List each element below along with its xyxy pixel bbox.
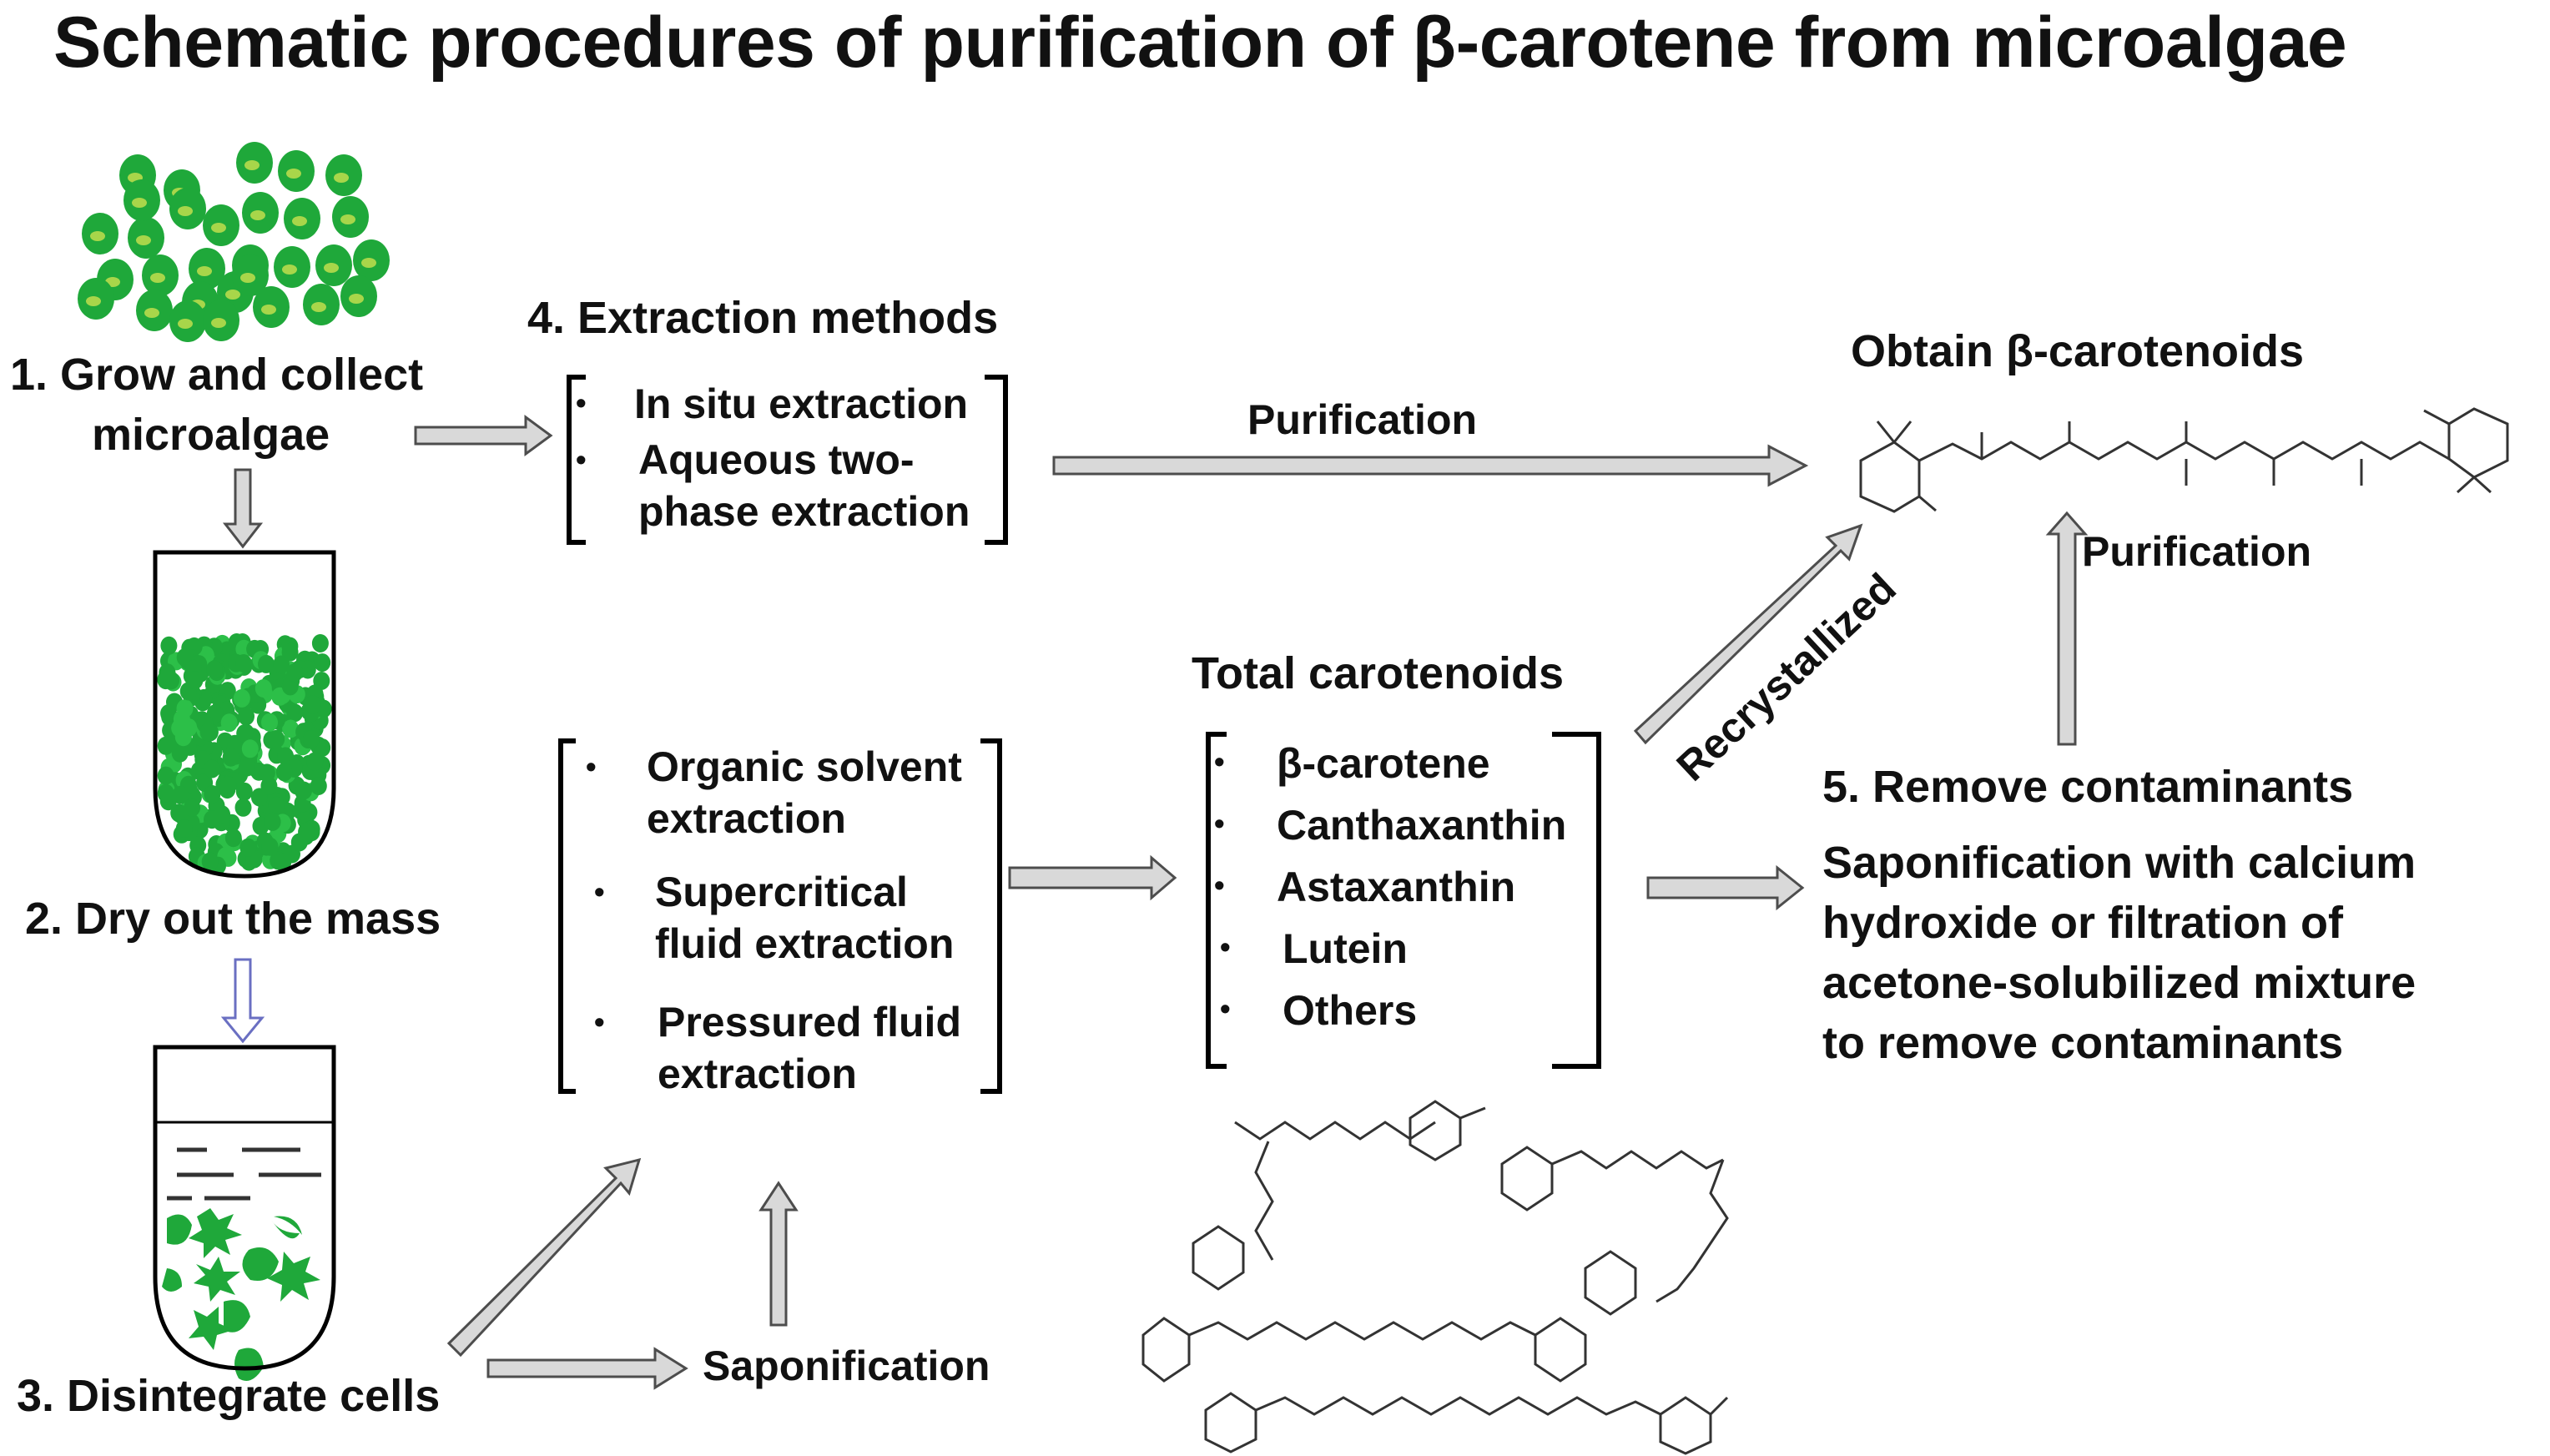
solvent-item-2: Supercritical	[655, 869, 908, 915]
bullet: •	[1214, 744, 1225, 778]
step-1-label-line2: microalgae	[92, 410, 330, 460]
purification-label-top: Purification	[1247, 396, 1478, 443]
contaminants-line: Saponification with calcium	[1822, 838, 2416, 888]
bullet: •	[1220, 991, 1231, 1025]
arrow-grow-to-dry	[222, 468, 264, 549]
solvent-item-1-line2: extraction	[647, 795, 846, 842]
arrow-purification	[1052, 444, 1809, 487]
extraction-item-1: In situ extraction	[634, 380, 969, 427]
total-carotenoids-heading: Total carotenoids	[1192, 648, 1565, 698]
bullet: •	[594, 874, 605, 909]
carotenoid-item: β-carotene	[1277, 740, 1490, 787]
beta-carotene-structure	[1859, 407, 2509, 513]
arrow-disintegrate-to-saponification	[486, 1347, 688, 1390]
arrow-disintegrate-to-solvent	[446, 1157, 642, 1358]
tube-dried-mass	[153, 550, 336, 879]
contaminants-text: Saponification with calcium hydroxide or…	[1822, 833, 2416, 1073]
contaminants-line: to remove contaminants	[1822, 1018, 2344, 1068]
step-4-label: 4. Extraction methods	[527, 293, 999, 343]
extraction-item-2: Aqueous two-	[638, 436, 915, 483]
solvent-item-1: Organic solvent	[647, 743, 962, 790]
tube-disintegrated-cells	[153, 1045, 336, 1381]
solvent-item-2-line2: fluid extraction	[655, 920, 955, 967]
bullet: •	[1220, 930, 1231, 964]
arrow-grow-to-extraction	[414, 415, 553, 456]
step-2-label: 2. Dry out the mass	[25, 894, 441, 944]
arrow-solvent-to-total	[1008, 854, 1177, 901]
step-3-label: 3. Disintegrate cells	[17, 1371, 441, 1421]
flow-arrows	[222, 415, 2089, 1390]
arrow-remove-to-obtain	[2045, 511, 2089, 746]
carotenoid-item: Canthaxanthin	[1277, 802, 1567, 849]
step-5-label: 5. Remove contaminants	[1822, 762, 2354, 812]
saponification-label: Saponification	[703, 1343, 990, 1389]
carotenoid-structures	[1141, 1100, 1729, 1455]
page-title: Schematic procedures of purification of …	[53, 3, 2347, 83]
arrow-recrystallized	[1633, 523, 1863, 745]
arrow-dry-to-disintegrate	[220, 958, 265, 1044]
solvent-item-3-line2: extraction	[658, 1050, 857, 1097]
microalgae-cluster	[78, 142, 390, 342]
bullet: •	[576, 385, 587, 420]
step-1-label: 1. Grow and collect	[10, 350, 424, 400]
purification-label-right: Purification	[2082, 528, 2312, 575]
carotenoid-item: Astaxanthin	[1277, 864, 1516, 910]
extraction-item-2-line2: phase extraction	[638, 488, 970, 535]
carotenoid-item: Lutein	[1283, 925, 1408, 972]
arrow-total-to-remove	[1646, 864, 1805, 911]
arrow-saponification-up	[758, 1181, 799, 1327]
obtain-label: Obtain β-carotenoids	[1851, 326, 2305, 376]
bullet: •	[594, 1005, 605, 1039]
brackets	[558, 375, 1601, 1094]
bullet: •	[576, 442, 587, 476]
bullet: •	[586, 749, 597, 783]
contaminants-line: hydroxide or filtration of	[1822, 898, 2344, 948]
bullet: •	[1214, 806, 1225, 840]
bullet: •	[1214, 868, 1225, 902]
carotenoid-item: Others	[1283, 987, 1418, 1034]
solvent-item-3: Pressured fluid	[658, 999, 961, 1045]
contaminants-line: acetone-solubilized mixture	[1822, 958, 2416, 1008]
